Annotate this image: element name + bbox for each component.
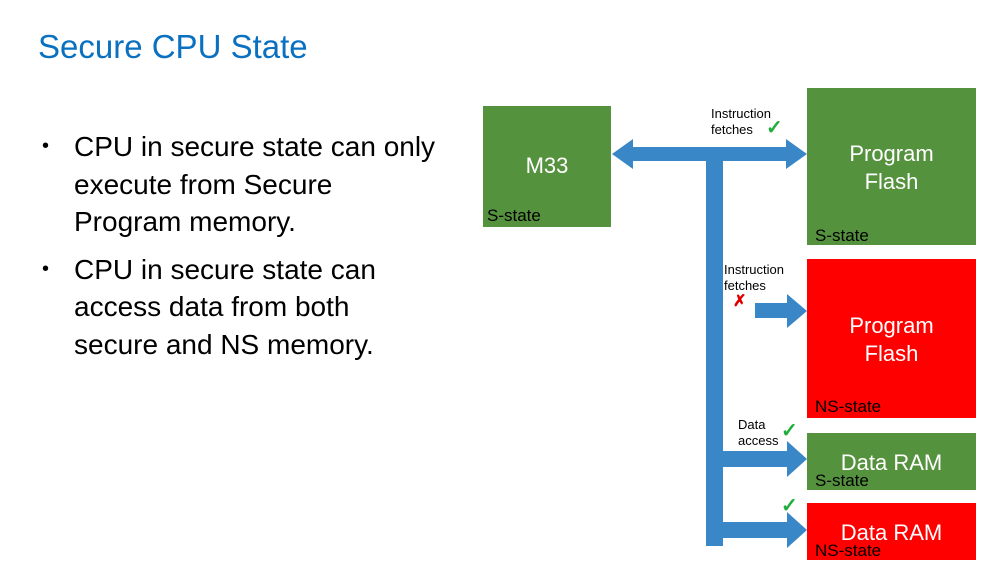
cpu-block: M33 S-state <box>483 106 611 227</box>
cpu-name: M33 <box>525 153 569 178</box>
annotation-line: fetches <box>724 278 766 293</box>
block-label: Flash <box>864 341 919 366</box>
annotation-line: access <box>738 433 779 448</box>
check-icon: ✓ <box>766 117 783 139</box>
annotation-line: Instruction <box>724 262 784 277</box>
annotation-line: fetches <box>711 122 753 137</box>
block-state-label: NS-state <box>815 397 882 416</box>
block-state-label: NS-state <box>815 541 882 560</box>
arrow-to-ns-program-flash <box>755 294 807 328</box>
annotation-instruction-fetch-nonsecure: Instruction fetches <box>724 262 784 294</box>
block-label: Data RAM <box>840 450 943 475</box>
bus-trunk <box>706 158 723 546</box>
check-icon: ✓ <box>781 420 798 442</box>
bus-double-arrow <box>612 139 807 169</box>
check-icon: ✓ <box>781 495 798 517</box>
annotation-instruction-fetch-secure: Instruction fetches <box>711 106 771 138</box>
cpu-state-label: S-state <box>487 206 541 225</box>
bullet-item: • CPU in secure state can only execute f… <box>40 128 440 241</box>
block-label: Data RAM <box>840 520 943 545</box>
bullet-dot-icon: • <box>42 135 50 157</box>
slide-title: Secure CPU State <box>38 28 308 65</box>
annotation-line: Instruction <box>711 106 771 121</box>
bullet-list: • CPU in secure state can only execute f… <box>40 128 440 373</box>
data-ram-nonsecure-block: Data RAM NS-state <box>807 503 976 560</box>
block-state-label: S-state <box>815 471 869 490</box>
block-label: Program <box>849 141 934 166</box>
bullet-text: CPU in secure state can access data from… <box>74 253 376 360</box>
program-flash-secure-block: Program Flash S-state <box>807 88 976 245</box>
bullet-item: • CPU in secure state can access data fr… <box>40 251 440 364</box>
annotation-line: Data <box>738 417 766 432</box>
arrow-to-s-data-ram <box>723 441 807 477</box>
data-ram-secure-block: Data RAM S-state <box>807 433 976 490</box>
block-label: Program <box>849 313 934 338</box>
bullet-dot-icon: • <box>42 257 50 280</box>
program-flash-nonsecure-block: Program Flash NS-state <box>807 259 976 418</box>
bullet-text: CPU in secure state can only execute fro… <box>74 131 436 237</box>
cross-icon: ✗ <box>733 293 747 310</box>
annotation-data-access-secure: Data access <box>738 417 778 449</box>
block-label: Flash <box>864 169 919 194</box>
block-state-label: S-state <box>815 226 869 245</box>
arrow-to-ns-data-ram <box>723 512 807 548</box>
